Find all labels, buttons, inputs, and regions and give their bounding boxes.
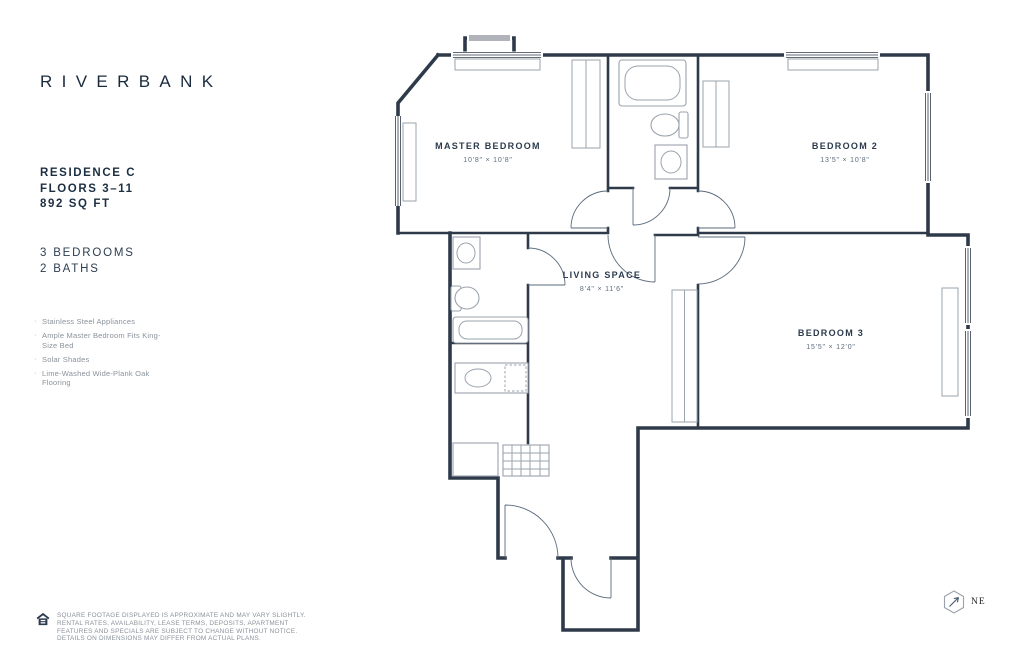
kitchen-counter-symbol [452, 362, 529, 477]
feature-item: Lime-Washed Wide-Plank Oak Flooring [33, 368, 161, 388]
bedrooms-count: 3 BEDROOMS [40, 247, 135, 259]
baths-count: 2 BATHS [40, 263, 100, 275]
sink-symbol [452, 236, 481, 270]
compass: NE [941, 589, 986, 615]
compass-direction-label: NE [971, 597, 986, 607]
room-dims: 15'5" × 12'0" [806, 344, 855, 351]
room-name: MASTER BEDROOM [435, 141, 541, 151]
closet-symbol [571, 59, 601, 149]
door-symbols [504, 187, 746, 599]
radiator-symbol [402, 58, 959, 397]
brand-logo: RIVERBANK [40, 72, 223, 91]
sink-symbol [654, 144, 688, 180]
residence-title: RESIDENCE C [40, 167, 137, 179]
feature-item: Stainless Steel Appliances [33, 316, 161, 327]
compass-icon [943, 590, 965, 614]
stove-symbol [502, 444, 550, 477]
residence-floors: FLOORS 3–11 [40, 182, 134, 195]
toilet-symbol [650, 111, 689, 139]
feature-item: Ample Master Bedroom Fits King-Size Bed [33, 330, 161, 350]
toilet-symbol [450, 285, 480, 312]
room-label-master: MASTER BEDROOM 10'8" × 10'8" [435, 141, 541, 164]
room-dims: 10'8" × 10'8" [463, 157, 512, 164]
residence-info: RESIDENCE C FLOORS 3–11 892 SQ FT [40, 166, 136, 213]
window-symbols [394, 34, 972, 418]
feature-list: Stainless Steel Appliances Ample Master … [33, 316, 161, 392]
equal-housing-icon [36, 612, 50, 626]
room-name: LIVING SPACE [563, 270, 641, 280]
footer: SQUARE FOOTAGE DISPLAYED IS APPROXIMATE … [36, 612, 321, 643]
disclaimer-text: SQUARE FOOTAGE DISPLAYED IS APPROXIMATE … [57, 612, 306, 643]
feature-item: Solar Shades [33, 354, 161, 365]
room-label-bedroom3: BEDROOM 3 15'5" × 12'0" [798, 328, 864, 351]
residence-area: 892 SQ FT [40, 198, 111, 210]
closet-symbol [671, 289, 698, 423]
floor-plan: MASTER BEDROOM 10'8" × 10'8" BEDROOM 2 1… [393, 33, 983, 638]
room-label-bedroom2: BEDROOM 2 13'5" × 10'8" [812, 141, 878, 164]
bathtub-symbol [618, 59, 687, 107]
room-label-living: LIVING SPACE 8'4" × 11'6" [563, 270, 641, 293]
floor-plan-svg: MASTER BEDROOM 10'8" × 10'8" BEDROOM 2 1… [394, 34, 972, 632]
room-dims: 13'5" × 10'8" [820, 157, 869, 164]
room-dims: 8'4" × 11'6" [580, 286, 624, 293]
bathtub-symbol [452, 316, 529, 344]
room-name: BEDROOM 3 [798, 328, 864, 338]
room-name: BEDROOM 2 [812, 141, 878, 151]
bed-bath-info: 3 BEDROOMS 2 BATHS [40, 245, 135, 277]
closet-symbol [702, 80, 730, 148]
